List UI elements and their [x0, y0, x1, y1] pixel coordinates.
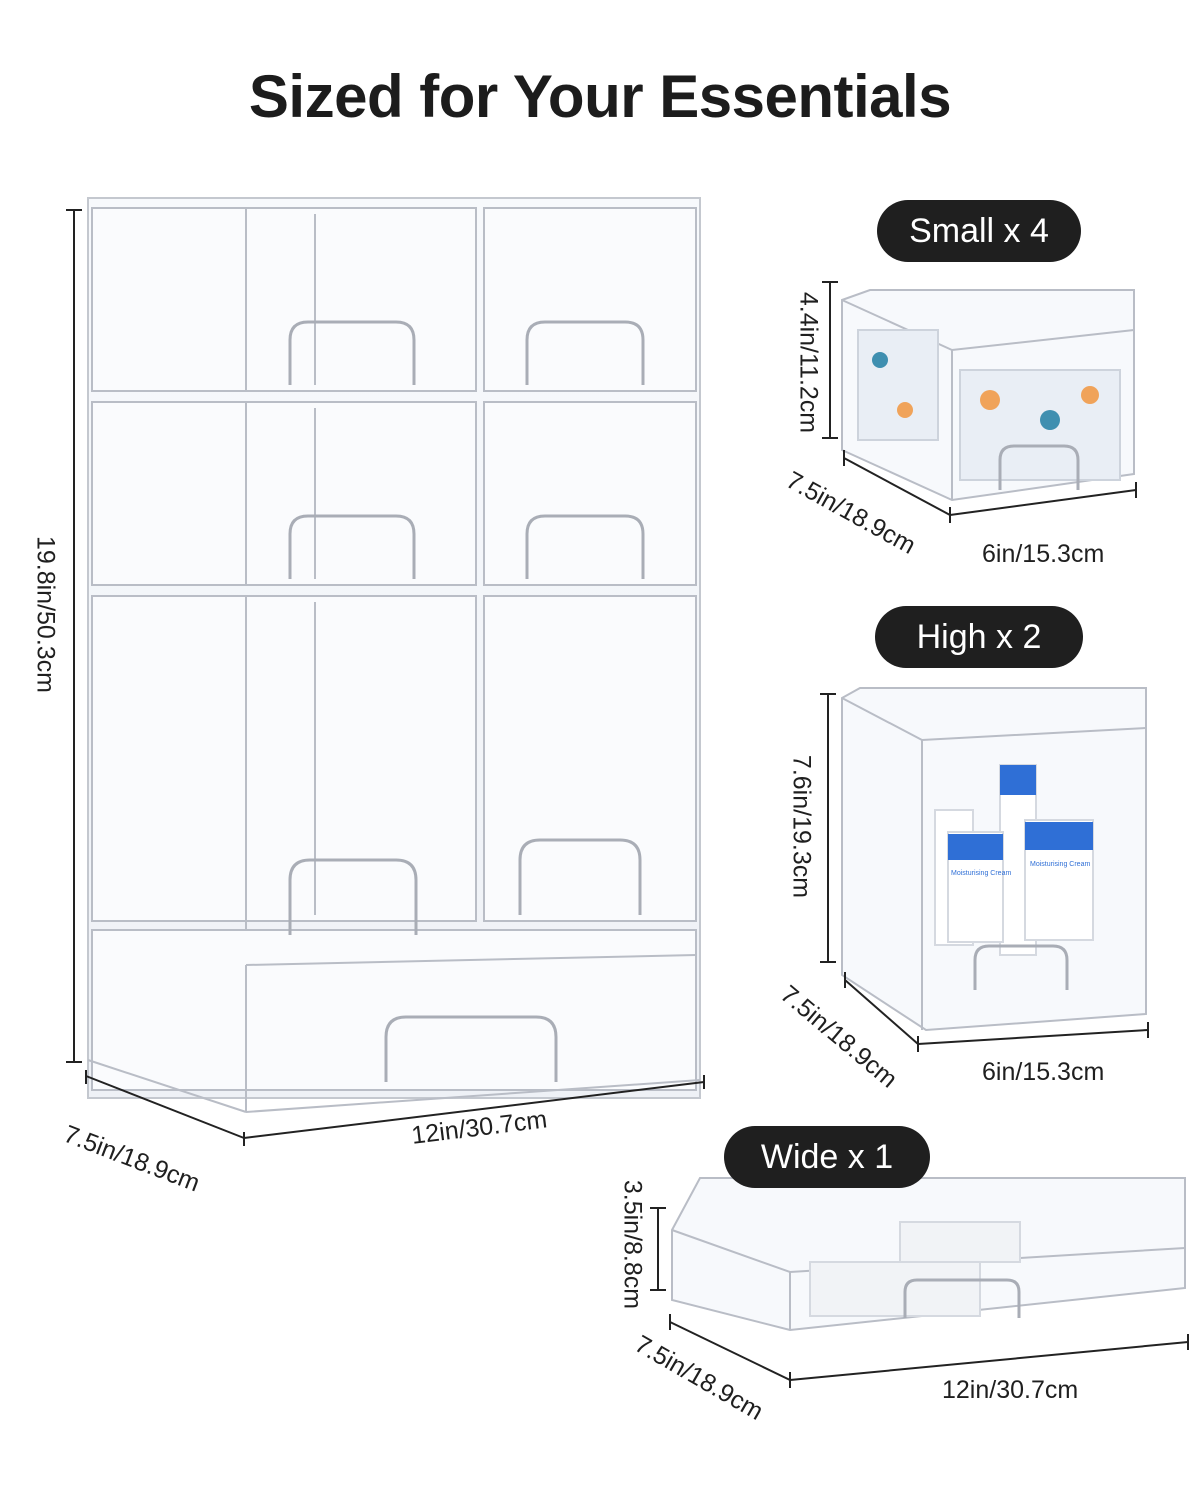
main-height-label: 19.8in/50.3cm	[31, 535, 60, 694]
small-drawer	[91, 207, 477, 392]
product-label: Moisturising Cream	[1030, 861, 1090, 868]
small-width-label: 6in/15.3cm	[982, 540, 1105, 568]
wide-width-label: 12in/30.7cm	[942, 1376, 1079, 1404]
wide-dimensions	[650, 1207, 1189, 1388]
wide-badge: Wide x 1	[724, 1126, 930, 1188]
high-drawer	[483, 595, 697, 922]
small-badge: Small x 4	[877, 200, 1081, 262]
high-badge: High x 2	[875, 606, 1083, 668]
high-drawer-illustration	[841, 687, 1147, 1032]
high-width-label: 6in/15.3cm	[982, 1058, 1105, 1086]
wide-drawer-illustration	[671, 1177, 1186, 1332]
small-drawer	[91, 401, 477, 586]
main-stack	[87, 197, 701, 1113]
main-stack-dimensions	[66, 209, 705, 1146]
product-label: Moisturising Cream	[951, 870, 1011, 877]
small-drawer	[483, 401, 697, 586]
high-drawer	[91, 595, 477, 922]
high-dimensions	[820, 693, 1149, 1052]
wide-drawer	[91, 929, 697, 1091]
wide-height-label: 3.5in/8.8cm	[618, 1179, 647, 1310]
small-drawer	[483, 207, 697, 392]
small-height-label: 4.4in/11.2cm	[794, 291, 823, 434]
page-title: Sized for Your Essentials	[248, 63, 952, 130]
high-height-label: 7.6in/19.3cm	[787, 754, 816, 899]
small-dimensions	[822, 281, 1137, 523]
small-drawer-illustration	[841, 289, 1135, 502]
